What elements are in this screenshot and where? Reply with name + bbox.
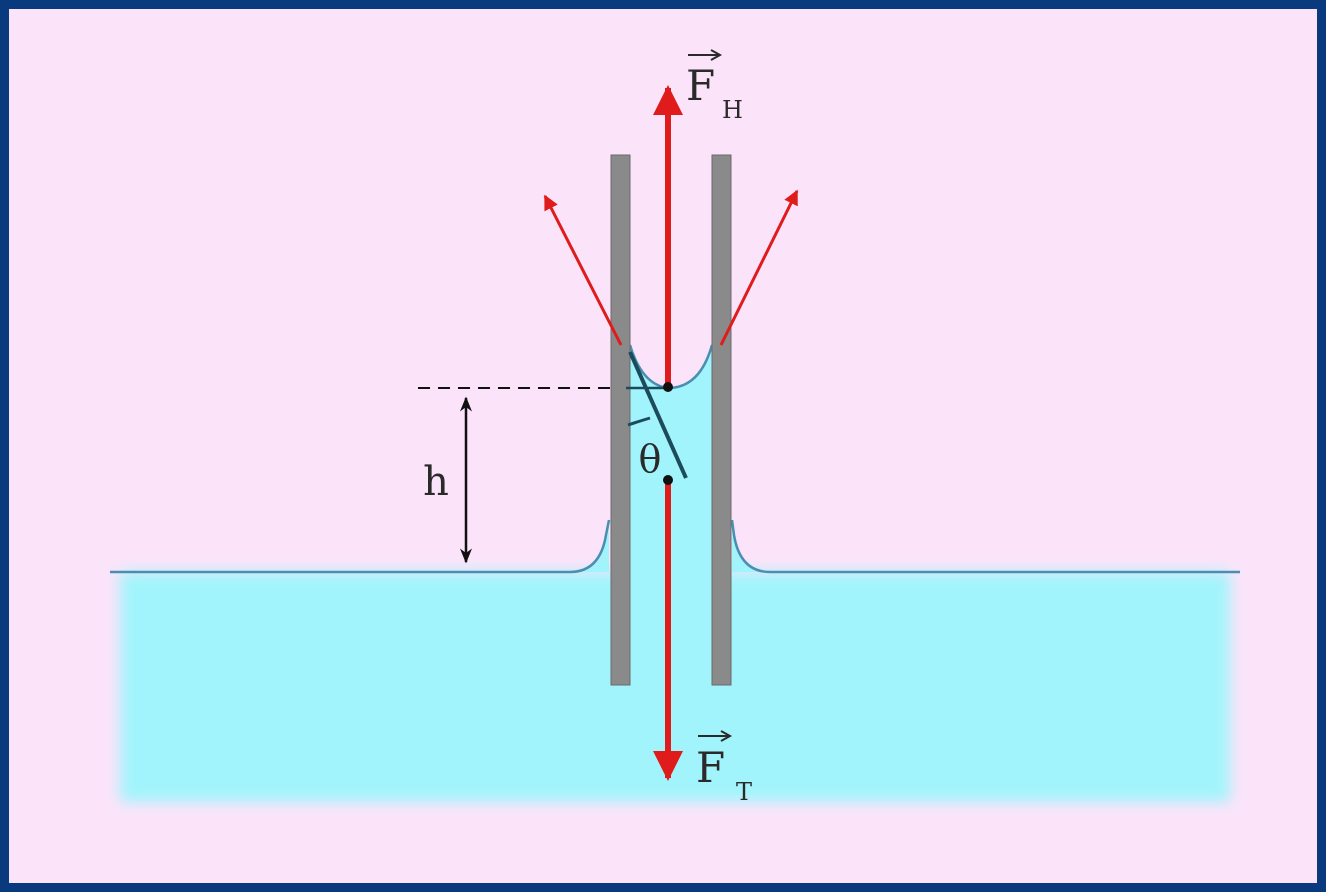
force-up-letter: F xyxy=(686,61,715,110)
force-down-letter: F xyxy=(696,743,725,792)
surface-tension-arrow-right xyxy=(719,189,799,346)
capillary-tube xyxy=(610,154,732,686)
force-arrows xyxy=(543,85,799,781)
force-down-subscript: T xyxy=(736,778,752,806)
surface-tension-arrow-left xyxy=(543,194,623,346)
upper-force-origin-dot xyxy=(663,382,673,392)
tangent-line xyxy=(628,351,688,479)
angle-label: θ xyxy=(639,437,662,481)
force-up-subscript: H xyxy=(722,96,743,124)
height-dimension: h xyxy=(418,387,612,564)
contact-angle: θ xyxy=(626,351,688,481)
force-label-down: F T xyxy=(696,730,752,806)
angle-arc xyxy=(627,416,651,427)
force-label-up: F H xyxy=(686,49,743,124)
tube-wall-right xyxy=(711,154,732,686)
lower-force-origin-dot xyxy=(663,475,673,485)
height-label: h xyxy=(423,459,449,505)
tube-wall-left xyxy=(610,154,631,686)
